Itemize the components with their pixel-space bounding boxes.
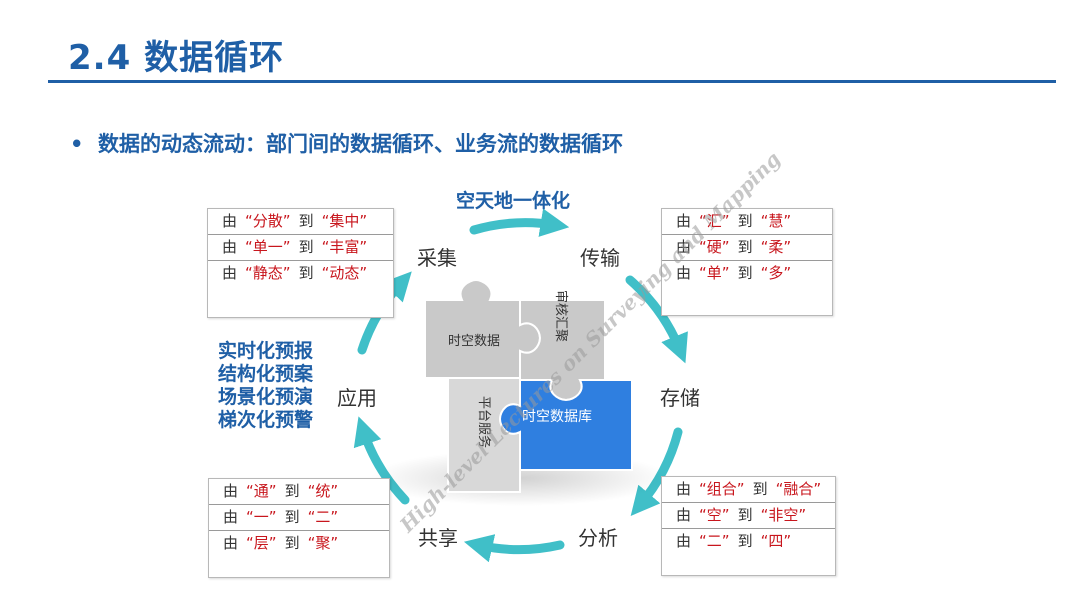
card-top-left: 由 “分散” 到 “集中” 由 “单一” 到 “丰富” 由 “静态” 到 “动态” (207, 208, 394, 318)
arrow-transfer-store (625, 275, 688, 364)
card-connector: 到 (284, 534, 300, 552)
puzzle-label-tl: 时空数据 (448, 334, 501, 349)
node-collect: 采集 (417, 246, 457, 270)
bullet-text: 数据的动态流动：部门间的数据循环、业务流的数据循环 (98, 132, 623, 156)
card-connector: 由 (222, 238, 238, 256)
card-connector: 到 (737, 212, 753, 230)
card-term: “静态” (245, 264, 291, 282)
card-row: 由 “层” 到 “聚” (209, 531, 389, 556)
card-connector: 由 (676, 506, 692, 524)
card-term: “通” (246, 482, 277, 500)
card-term: “柔” (760, 238, 792, 256)
card-connector: 到 (298, 264, 314, 282)
card-term: “四” (760, 532, 792, 550)
card-connector: 到 (298, 238, 314, 256)
card-connector: 到 (737, 506, 753, 524)
card-row: 由 “硬” 到 “柔” (662, 235, 832, 261)
arrow-analyze-share (463, 534, 565, 563)
card-row: 由 “空” 到 “非空” (662, 503, 835, 529)
card-term: “单” (699, 264, 730, 282)
page-title: 2.4 数据循环 (68, 38, 285, 78)
card-row: 由 “组合” 到 “融合” (662, 477, 835, 503)
card-term: “二” (307, 508, 339, 526)
card-connector: 由 (676, 264, 692, 282)
card-term: “统” (307, 482, 339, 500)
card-term: “层” (246, 534, 277, 552)
puzzle-label-tr: 审核汇聚 (553, 290, 568, 343)
card-row: 由 “静态” 到 “动态” (208, 261, 393, 286)
card-bottom-left: 由 “通” 到 “统” 由 “一” 到 “二” 由 “层” 到 “聚” (208, 478, 390, 578)
forecast-item: 结构化预案 (218, 363, 314, 385)
card-connector: 由 (222, 212, 238, 230)
card-term: “丰富” (321, 238, 368, 256)
card-row: 由 “一” 到 “二” (209, 505, 389, 531)
card-term: “非空” (760, 506, 807, 524)
forecast-item: 实时化预报 (218, 340, 314, 362)
card-term: “分散” (245, 212, 291, 230)
card-connector: 到 (737, 238, 753, 256)
card-row: 由 “分散” 到 “集中” (208, 209, 393, 235)
card-connector: 到 (284, 508, 300, 526)
card-row: 由 “单” 到 “多” (662, 261, 832, 286)
card-connector: 到 (752, 480, 768, 498)
card-term: “组合” (699, 480, 745, 498)
card-term: “硬” (699, 238, 730, 256)
card-row: 由 “单一” 到 “丰富” (208, 235, 393, 261)
puzzle-label-br: 时空数据库 (522, 409, 592, 425)
node-share: 共享 (418, 526, 458, 550)
bullet-line: • 数据的动态流动：部门间的数据循环、业务流的数据循环 (70, 128, 623, 158)
card-connector: 由 (676, 532, 692, 550)
card-connector: 到 (737, 532, 753, 550)
card-connector: 由 (223, 508, 239, 526)
card-term: “集中” (321, 212, 368, 230)
card-term: “汇” (699, 212, 730, 230)
top-label: 空天地一体化 (456, 190, 571, 212)
node-store: 存储 (660, 386, 700, 410)
title-divider (48, 80, 1056, 83)
card-term: “动态” (321, 264, 368, 282)
card-term: “空” (699, 506, 730, 524)
card-row: 由 “二” 到 “四” (662, 529, 835, 554)
puzzle-piece-database (498, 379, 633, 471)
forecast-item: 梯次化预警 (218, 409, 314, 431)
card-term: “一” (246, 508, 277, 526)
card-connector: 到 (737, 264, 753, 282)
card-bottom-right: 由 “组合” 到 “融合” 由 “空” 到 “非空” 由 “二” 到 “四” (661, 476, 836, 576)
card-term: “单一” (245, 238, 291, 256)
card-row: 由 “通” 到 “统” (209, 479, 389, 505)
card-connector: 由 (676, 238, 692, 256)
node-analyze: 分析 (578, 526, 618, 550)
card-term: “聚” (307, 534, 339, 552)
arrow-collect-transfer (469, 208, 570, 237)
card-connector: 到 (284, 482, 300, 500)
card-connector: 由 (222, 264, 238, 282)
bullet-marker: • (70, 132, 84, 156)
card-term: “融合” (775, 480, 822, 498)
forecast-list: 实时化预报 结构化预案 场景化预演 梯次化预警 (218, 340, 313, 432)
card-connector: 到 (298, 212, 314, 230)
puzzle (424, 278, 633, 493)
card-row: 由 “汇” 到 “慧” (662, 209, 832, 235)
card-connector: 由 (223, 534, 239, 552)
card-top-right: 由 “汇” 到 “慧” 由 “硬” 到 “柔” 由 “单” 到 “多” (661, 208, 833, 316)
card-term: “慧” (760, 212, 792, 230)
node-apply: 应用 (337, 386, 377, 410)
card-term: “多” (760, 264, 792, 282)
card-connector: 由 (676, 212, 692, 230)
card-connector: 由 (676, 480, 692, 498)
card-connector: 由 (223, 482, 239, 500)
node-transfer: 传输 (580, 246, 620, 270)
forecast-item: 场景化预演 (218, 386, 314, 408)
card-term: “二” (699, 532, 730, 550)
